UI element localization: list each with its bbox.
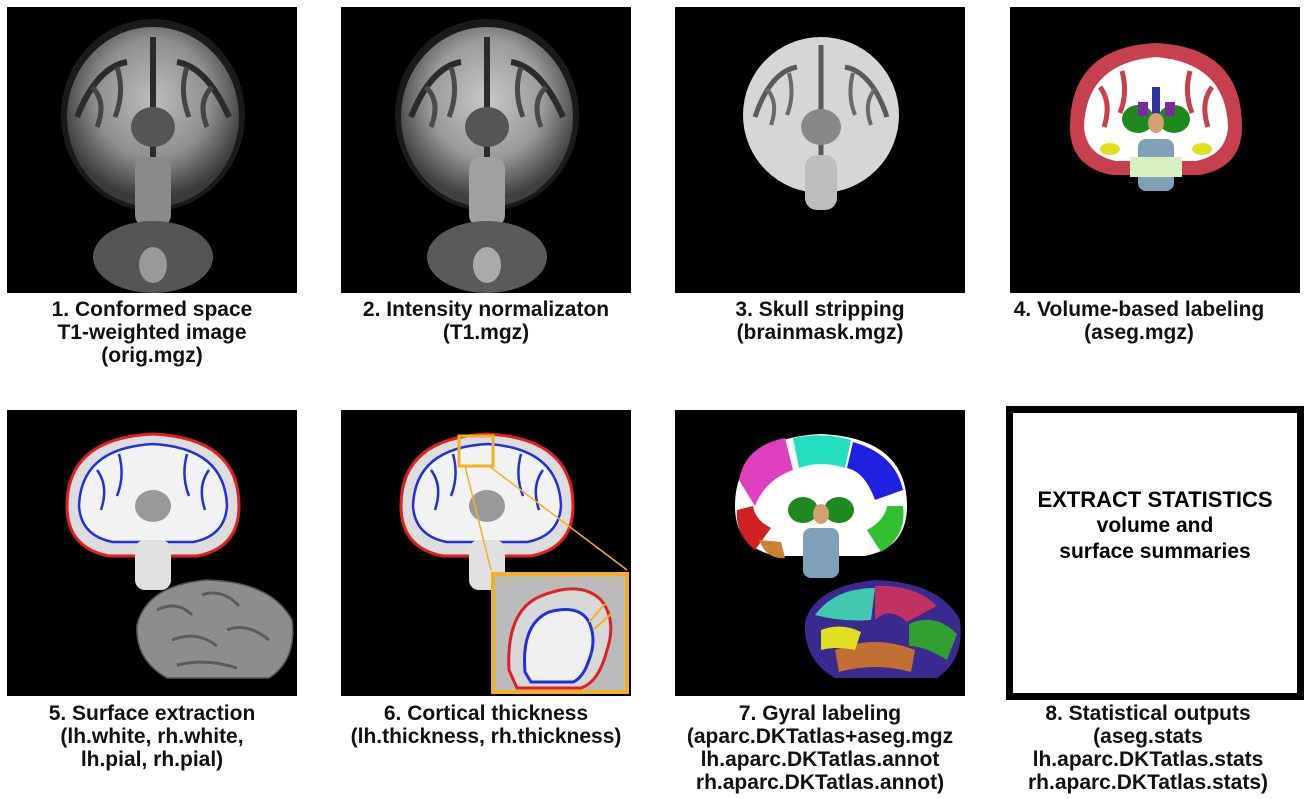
caption-line: (aparc.DKTatlas+aseg.mgz (657, 725, 983, 748)
caption-line: T1-weighted image (0, 321, 315, 344)
caption-line: (lh.white, rh.white, (0, 725, 315, 748)
caption-panel-1: 1. Conformed space T1-weighted image (or… (0, 298, 315, 367)
panel-3-skull-stripping (675, 7, 965, 293)
panel-4-volume-labeling (1010, 7, 1300, 293)
panel-2-intensity-normalization (341, 7, 631, 293)
caption-panel-3: 3. Skull stripping (brainmask.mgz) (657, 298, 983, 344)
extract-statistics-box: EXTRACT STATISTICS volume and surface su… (1006, 406, 1304, 700)
caption-panel-5: 5. Surface extraction (lh.white, rh.whit… (0, 702, 315, 771)
extract-statistics-line-2: surface summaries (1013, 539, 1297, 565)
caption-line: (aseg.stats (985, 725, 1307, 748)
caption-panel-6: 6. Cortical thickness (lh.thickness, rh.… (323, 702, 649, 748)
caption-line: 4. Volume-based labeling (976, 298, 1302, 321)
panel-5-surface-extraction (7, 410, 297, 696)
panel-6-cortical-thickness (341, 410, 631, 696)
panel-7-gyral-labeling (675, 410, 965, 696)
caption-panel-2: 2. Intensity normalizaton (T1.mgz) (323, 298, 649, 344)
caption-line: 2. Intensity normalizaton (323, 298, 649, 321)
caption-line: (lh.thickness, rh.thickness) (323, 725, 649, 748)
caption-line: 3. Skull stripping (657, 298, 983, 321)
caption-panel-4: 4. Volume-based labeling (aseg.mgz) (976, 298, 1302, 344)
caption-panel-8: 8. Statistical outputs (aseg.stats lh.ap… (985, 702, 1307, 794)
caption-line: rh.aparc.DKTatlas.stats) (985, 771, 1307, 794)
caption-line: (brainmask.mgz) (657, 321, 983, 344)
caption-line: (orig.mgz) (0, 344, 315, 367)
extract-statistics-line-1: volume and (1013, 513, 1297, 539)
caption-line: (T1.mgz) (323, 321, 649, 344)
extract-statistics-text: EXTRACT STATISTICS volume and surface su… (1013, 487, 1297, 565)
caption-line: 5. Surface extraction (0, 702, 315, 725)
caption-line: lh.pial, rh.pial) (0, 748, 315, 771)
panel-1-conformed-t1 (7, 7, 297, 293)
caption-line: 6. Cortical thickness (323, 702, 649, 725)
caption-line: 8. Statistical outputs (985, 702, 1307, 725)
caption-line: 1. Conformed space (0, 298, 315, 321)
caption-line: rh.aparc.DKTatlas.annot) (657, 771, 983, 794)
caption-line: 7. Gyral labeling (657, 702, 983, 725)
caption-line: (aseg.mgz) (976, 321, 1302, 344)
caption-line: lh.aparc.DKTatlas.annot (657, 748, 983, 771)
caption-panel-7: 7. Gyral labeling (aparc.DKTatlas+aseg.m… (657, 702, 983, 794)
extract-statistics-title: EXTRACT STATISTICS (1013, 487, 1297, 513)
caption-line: lh.aparc.DKTatlas.stats (985, 748, 1307, 771)
